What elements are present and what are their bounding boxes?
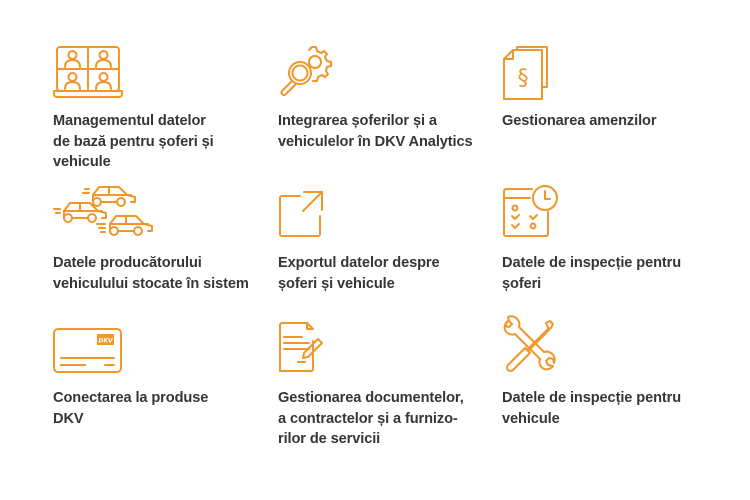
feature-label: Conectarea la produse DKV xyxy=(53,390,209,427)
wrench-screwdriver-icon xyxy=(502,315,572,375)
video-conference-grid-icon xyxy=(53,45,123,101)
feature-label: Integrarea șoferilor și a vehiculelor în… xyxy=(278,113,473,150)
checklist-clock-icon xyxy=(502,184,572,240)
feature-label: Exportul datelor despre șoferi și vehicu… xyxy=(278,255,440,292)
moving-cars-icon xyxy=(53,184,153,240)
export-arrow-icon xyxy=(278,184,348,240)
feature-label: Managementul datelor de bază pentru șofe… xyxy=(53,113,214,170)
document-signature-icon xyxy=(278,319,348,375)
svg-text:§: § xyxy=(518,66,529,91)
gear-magnifier-icon xyxy=(278,45,348,101)
feature-label: Gestionarea amenzilor xyxy=(502,113,657,129)
feature-label: Datele producătorului vehiculului stocat… xyxy=(53,255,249,292)
legal-documents-icon: § xyxy=(502,45,572,101)
feature-label: Gestionarea documentelor, a contractelor… xyxy=(278,390,464,447)
dkv-card-icon: DKV xyxy=(53,319,123,375)
feature-label: Datele de inspecție pentru șoferi xyxy=(502,255,682,292)
feature-label: Datele de inspecție pentru vehicule xyxy=(502,390,682,427)
dkv-logo: DKV xyxy=(98,338,114,345)
